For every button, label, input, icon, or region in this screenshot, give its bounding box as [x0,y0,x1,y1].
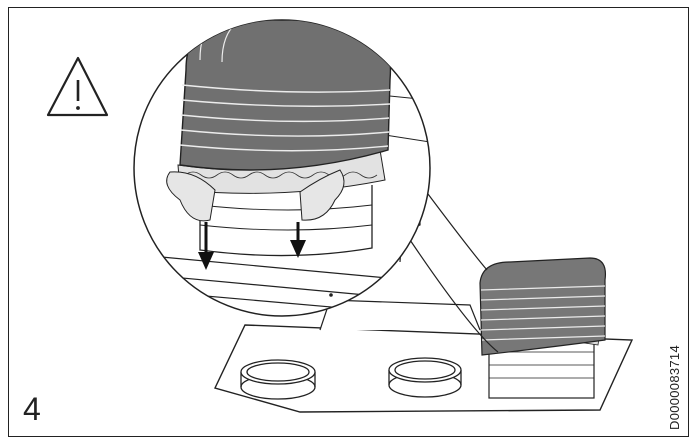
step-number: 4 [23,391,41,427]
arrow-down-icon [290,222,306,258]
zoom-connector [401,189,499,353]
plate-recess [319,299,481,331]
figure-frame [8,7,689,437]
document-id: D0000083714 [667,345,682,430]
installed-duct [479,257,607,399]
duct-collar-left [240,359,316,400]
arrow-down-icon [198,222,214,270]
warning-triangle-icon [46,56,109,117]
duct-collar-right [388,357,462,398]
zoom-detail [133,19,431,317]
